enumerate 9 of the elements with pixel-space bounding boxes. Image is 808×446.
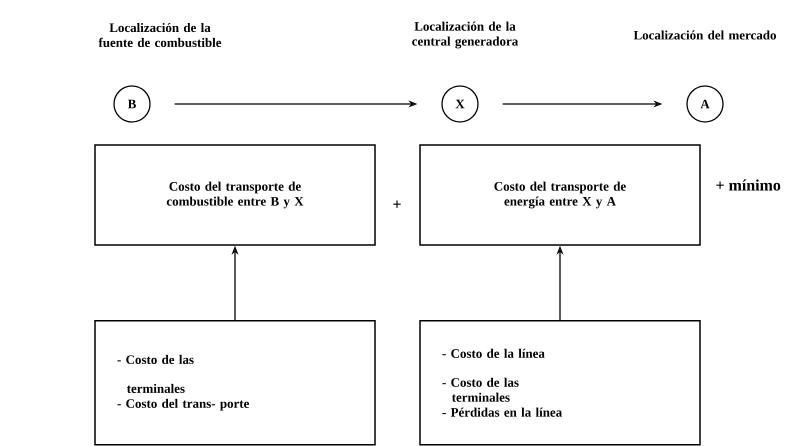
- location-heading: Localización de la fuente de combustible: [98, 22, 222, 48]
- factor-box: - Costo de la línea - Costo de las terminales - Pérdidas en la línea: [419, 320, 701, 446]
- factor-box: - Costo de las terminales - Costo del trans- porte: [94, 320, 376, 446]
- location-heading: Localización de la central generadora: [412, 22, 518, 48]
- cost-box: Costo del transporte de energía entre X y A: [419, 144, 701, 246]
- operator-label: +: [393, 200, 401, 208]
- cost-box: Costo del transporte de combustible entre B y X: [94, 144, 376, 246]
- operator-label: + mínimo: [716, 179, 780, 191]
- location-heading: Localización del mercado: [634, 30, 776, 40]
